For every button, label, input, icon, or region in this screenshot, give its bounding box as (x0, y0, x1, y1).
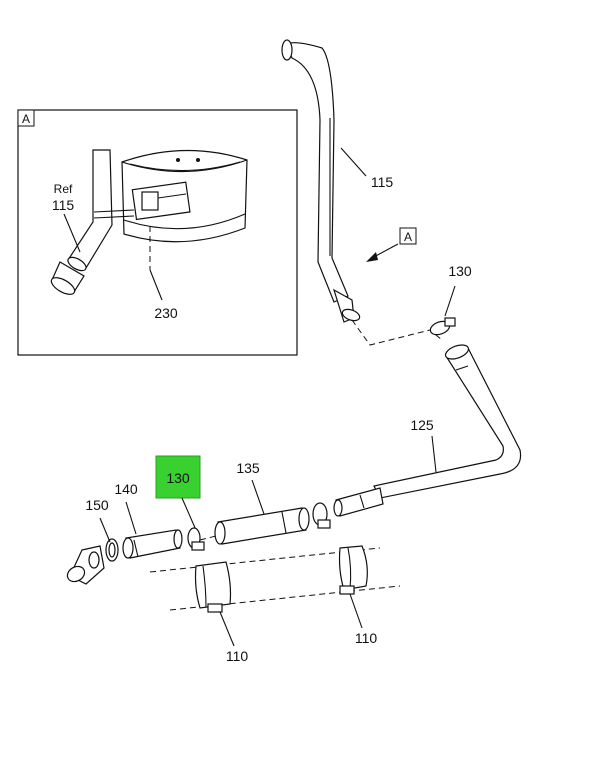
alignment-dash-low (199, 535, 217, 541)
view-arrow-head (366, 252, 378, 262)
view-tag-box (399, 227, 417, 245)
leader-135 (251, 479, 265, 515)
leader-140 (125, 501, 137, 535)
clamp-150 (105, 538, 119, 562)
detail-part-leader (149, 269, 163, 301)
detail-part-label: 230 (154, 305, 178, 321)
leader-130-top (444, 285, 456, 317)
elbow-flange (66, 545, 105, 585)
detail-ref-label: Ref (54, 182, 73, 196)
clamp-130-low (187, 527, 205, 551)
callout-110-left: 110 (226, 648, 249, 664)
detail-ref-part: 115 (52, 197, 75, 213)
callout-115: 115 (371, 174, 394, 190)
leader-125 (431, 435, 437, 473)
stack-pipe-115 (281, 39, 361, 323)
callout-130-highlight-box[interactable] (155, 455, 201, 499)
pipe-125 (333, 344, 522, 517)
leader-110-left (219, 611, 235, 647)
callout-150: 150 (85, 497, 109, 513)
callout-110-right: 110 (355, 630, 378, 646)
detail-view-a: A Ref 115 230 (17, 109, 298, 356)
callout-140: 140 (114, 481, 138, 497)
pipe-140 (122, 529, 183, 559)
detail-ref-leader (63, 213, 81, 253)
callout-130-highlight[interactable]: 130 (166, 470, 190, 486)
alignment-dash-top (351, 319, 443, 346)
detail-canister (121, 149, 248, 243)
clamp-130-top (429, 317, 456, 336)
detail-ref-pipe (50, 149, 135, 295)
detail-tag-box (17, 109, 35, 127)
callout-130-top: 130 (448, 263, 472, 279)
detail-tag: A (22, 112, 30, 126)
muffler-body (149, 545, 401, 613)
pipe-135 (214, 507, 310, 545)
view-tag: A (404, 230, 412, 244)
leader-130-highlight (181, 497, 197, 531)
leader-110-right (349, 593, 363, 629)
clamp-mid (312, 502, 331, 529)
leader-115 (340, 147, 367, 177)
leader-150 (99, 517, 111, 543)
callout-125: 125 (410, 417, 434, 433)
callout-135: 135 (236, 460, 260, 476)
detail-frame (17, 109, 298, 356)
